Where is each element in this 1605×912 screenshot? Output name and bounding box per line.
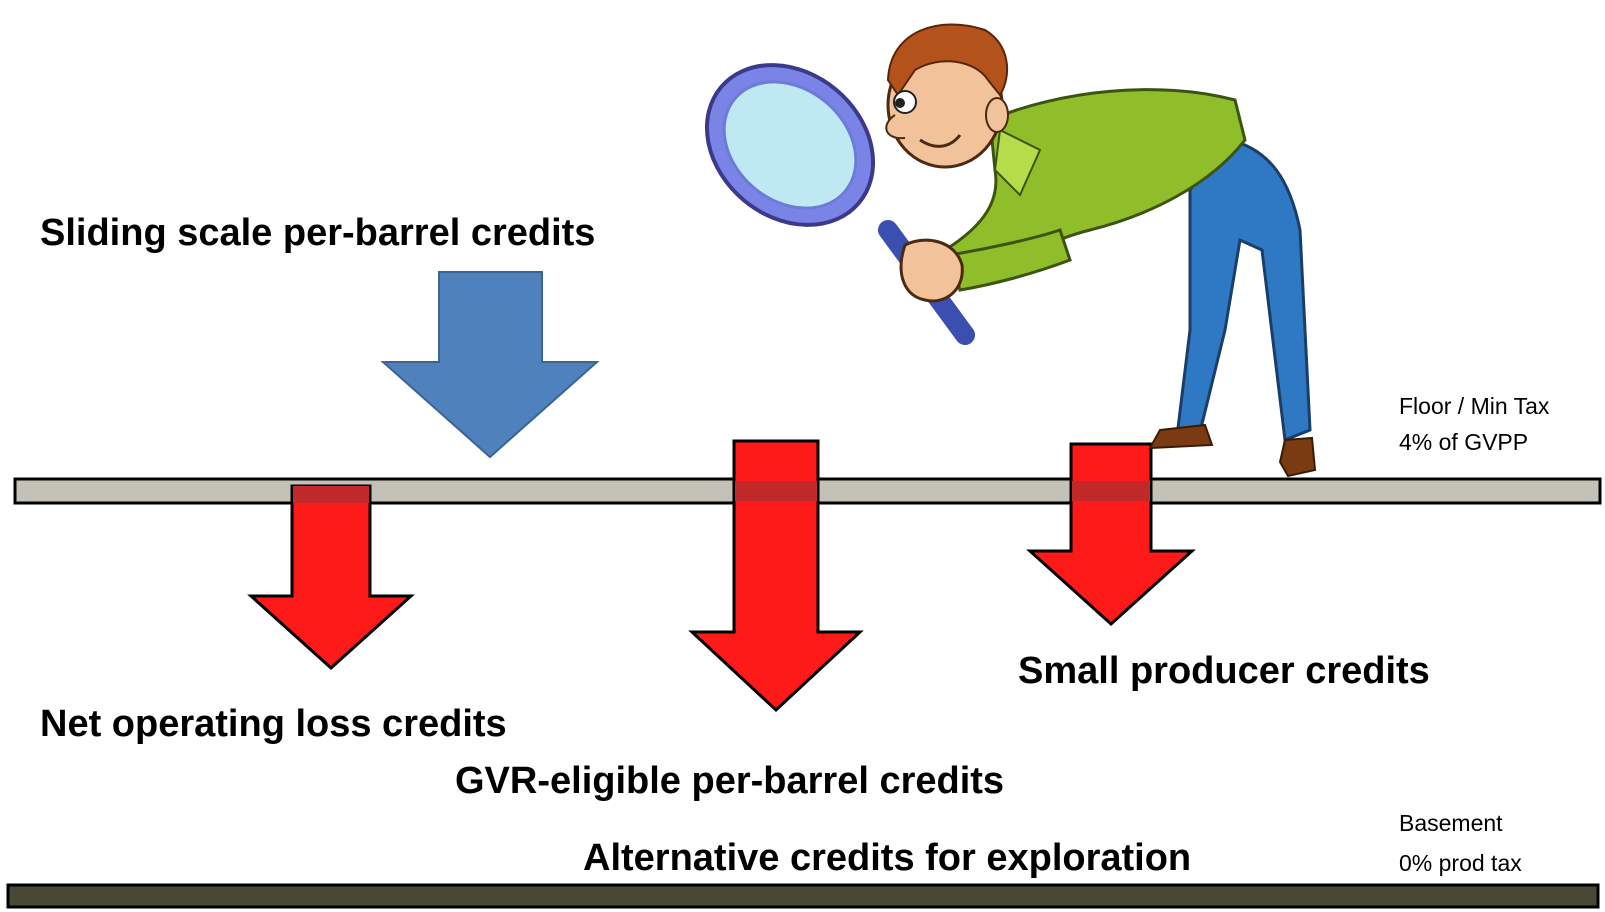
gvr-arrow [688,439,864,713]
basement-label-line2: 0% prod tax [1399,850,1522,876]
label-nol: Net operating loss credits [40,703,507,745]
label-sliding-scale: Sliding scale per-barrel credits [40,212,595,254]
gvr-arrow-overlap [735,481,817,501]
basement-label-line1: Basement [1399,810,1503,836]
nol-arrow [247,484,415,671]
floor-label-line2: 4% of GVPP [1399,429,1528,455]
nol-arrow-overlap [293,486,369,503]
sliding-scale-arrow [380,271,600,459]
label-gvr: GVR-eligible per-barrel credits [455,760,1004,802]
man-with-magnifying-glass [704,23,1317,478]
label-alternative: Alternative credits for exploration [583,837,1191,879]
floor-label-line1: Floor / Min Tax [1399,393,1550,419]
small-producer-arrow [1026,442,1196,627]
small-arrow-overlap [1072,481,1150,501]
label-small-producer: Small producer credits [1018,650,1430,692]
basement-bar [6,883,1600,909]
